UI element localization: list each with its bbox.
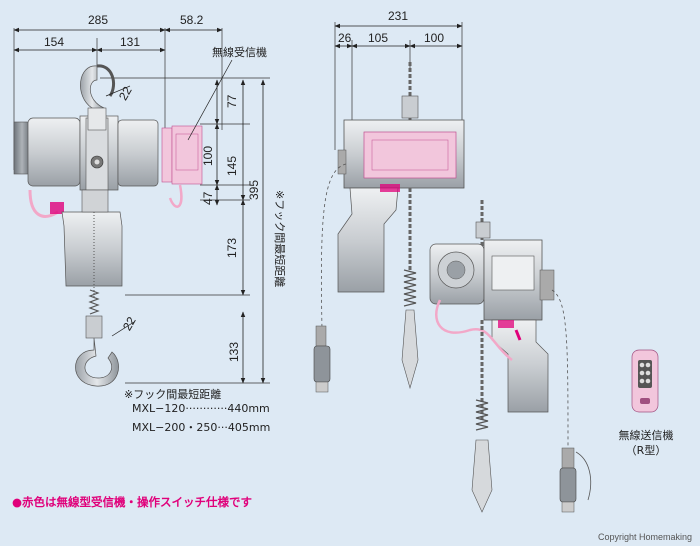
dim-395: 395 bbox=[247, 180, 261, 200]
transmitter-type: （R型） bbox=[625, 444, 667, 457]
dim-285: 285 bbox=[88, 13, 108, 27]
dim-173: 173 bbox=[225, 238, 239, 258]
right-hoist-rear bbox=[313, 22, 465, 393]
dim-133: 133 bbox=[227, 342, 241, 362]
dim-105: 105 bbox=[368, 31, 388, 45]
hook-distance-note-title: ※フック間最短距離 bbox=[124, 388, 222, 401]
dim-231: 231 bbox=[388, 9, 408, 23]
dim-47: 47 bbox=[201, 191, 215, 205]
dim-100-left: 100 bbox=[201, 146, 215, 166]
receiver-label: 無線受信機 bbox=[212, 45, 267, 59]
dim-77: 77 bbox=[225, 94, 239, 108]
dim-hook-angle-top: 22 bbox=[116, 84, 135, 103]
dim-154: 154 bbox=[44, 35, 64, 49]
copyright: Copyright Homemaking bbox=[597, 532, 692, 542]
hook-distance-note-mxl-200-250: MXL−200・250···405mm bbox=[132, 421, 271, 434]
dim-hook-angle-bottom: 22 bbox=[120, 314, 139, 333]
dim-26: 26 bbox=[338, 31, 352, 45]
dim-100-right: 100 bbox=[424, 31, 444, 45]
transmitter-label: 無線送信機 （R型） bbox=[606, 428, 686, 458]
transmitter-name: 無線送信機 bbox=[618, 429, 674, 442]
hook-distance-note-mxl-120: MXL−120············440mm bbox=[132, 402, 270, 415]
dimension-labels: 285 58.2 154 131 22 22 77 100 47 145 173… bbox=[44, 9, 444, 362]
left-hoist bbox=[13, 27, 270, 387]
dim-58-2: 58.2 bbox=[180, 13, 204, 27]
dim-145: 145 bbox=[225, 156, 239, 176]
hook-distance-vertical-label: ※フック間最短距離 bbox=[273, 190, 287, 287]
right-hoist-front bbox=[429, 200, 592, 513]
dim-131: 131 bbox=[120, 35, 140, 49]
red-color-note: ●赤色は無線型受信機・操作スイッチ仕様です bbox=[12, 495, 253, 509]
wireless-transmitter bbox=[631, 349, 659, 413]
